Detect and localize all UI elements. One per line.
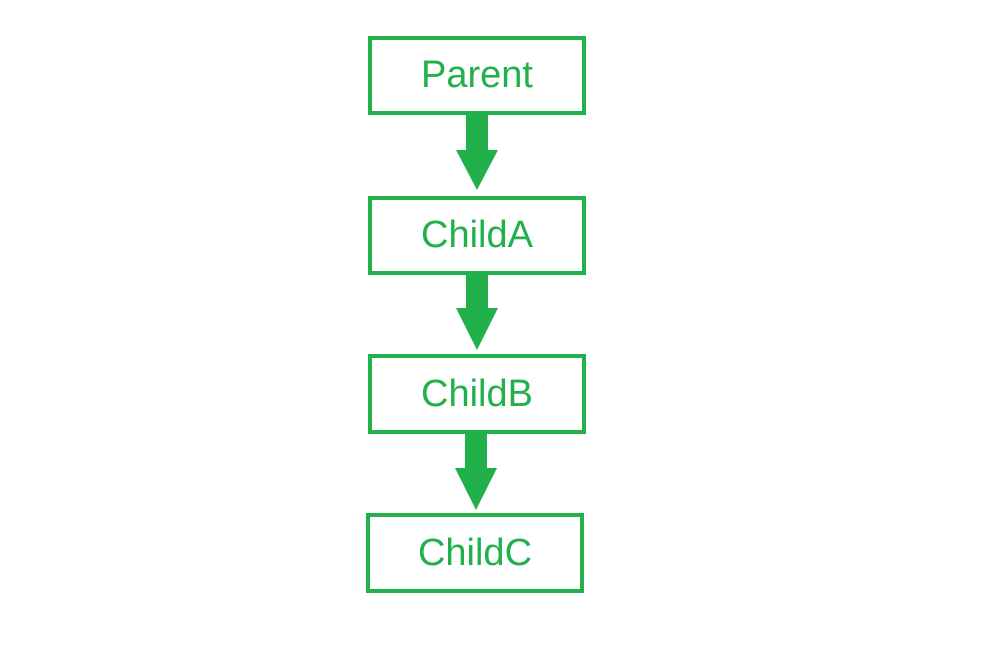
arrow-parent-to-childa bbox=[456, 115, 498, 190]
node-parent: Parent bbox=[368, 36, 586, 115]
node-childb-label: ChildB bbox=[421, 372, 533, 415]
arrow-childb-to-childc bbox=[455, 434, 497, 510]
node-childc-label: ChildC bbox=[417, 531, 533, 574]
arrow-childa-to-childb bbox=[456, 275, 498, 350]
node-childa: ChildA bbox=[368, 196, 586, 275]
node-childa-label: ChildA bbox=[421, 214, 533, 256]
node-parent-label: Parent bbox=[421, 54, 533, 96]
node-childc: ChildC bbox=[366, 513, 584, 593]
node-childb: ChildB bbox=[368, 354, 586, 434]
